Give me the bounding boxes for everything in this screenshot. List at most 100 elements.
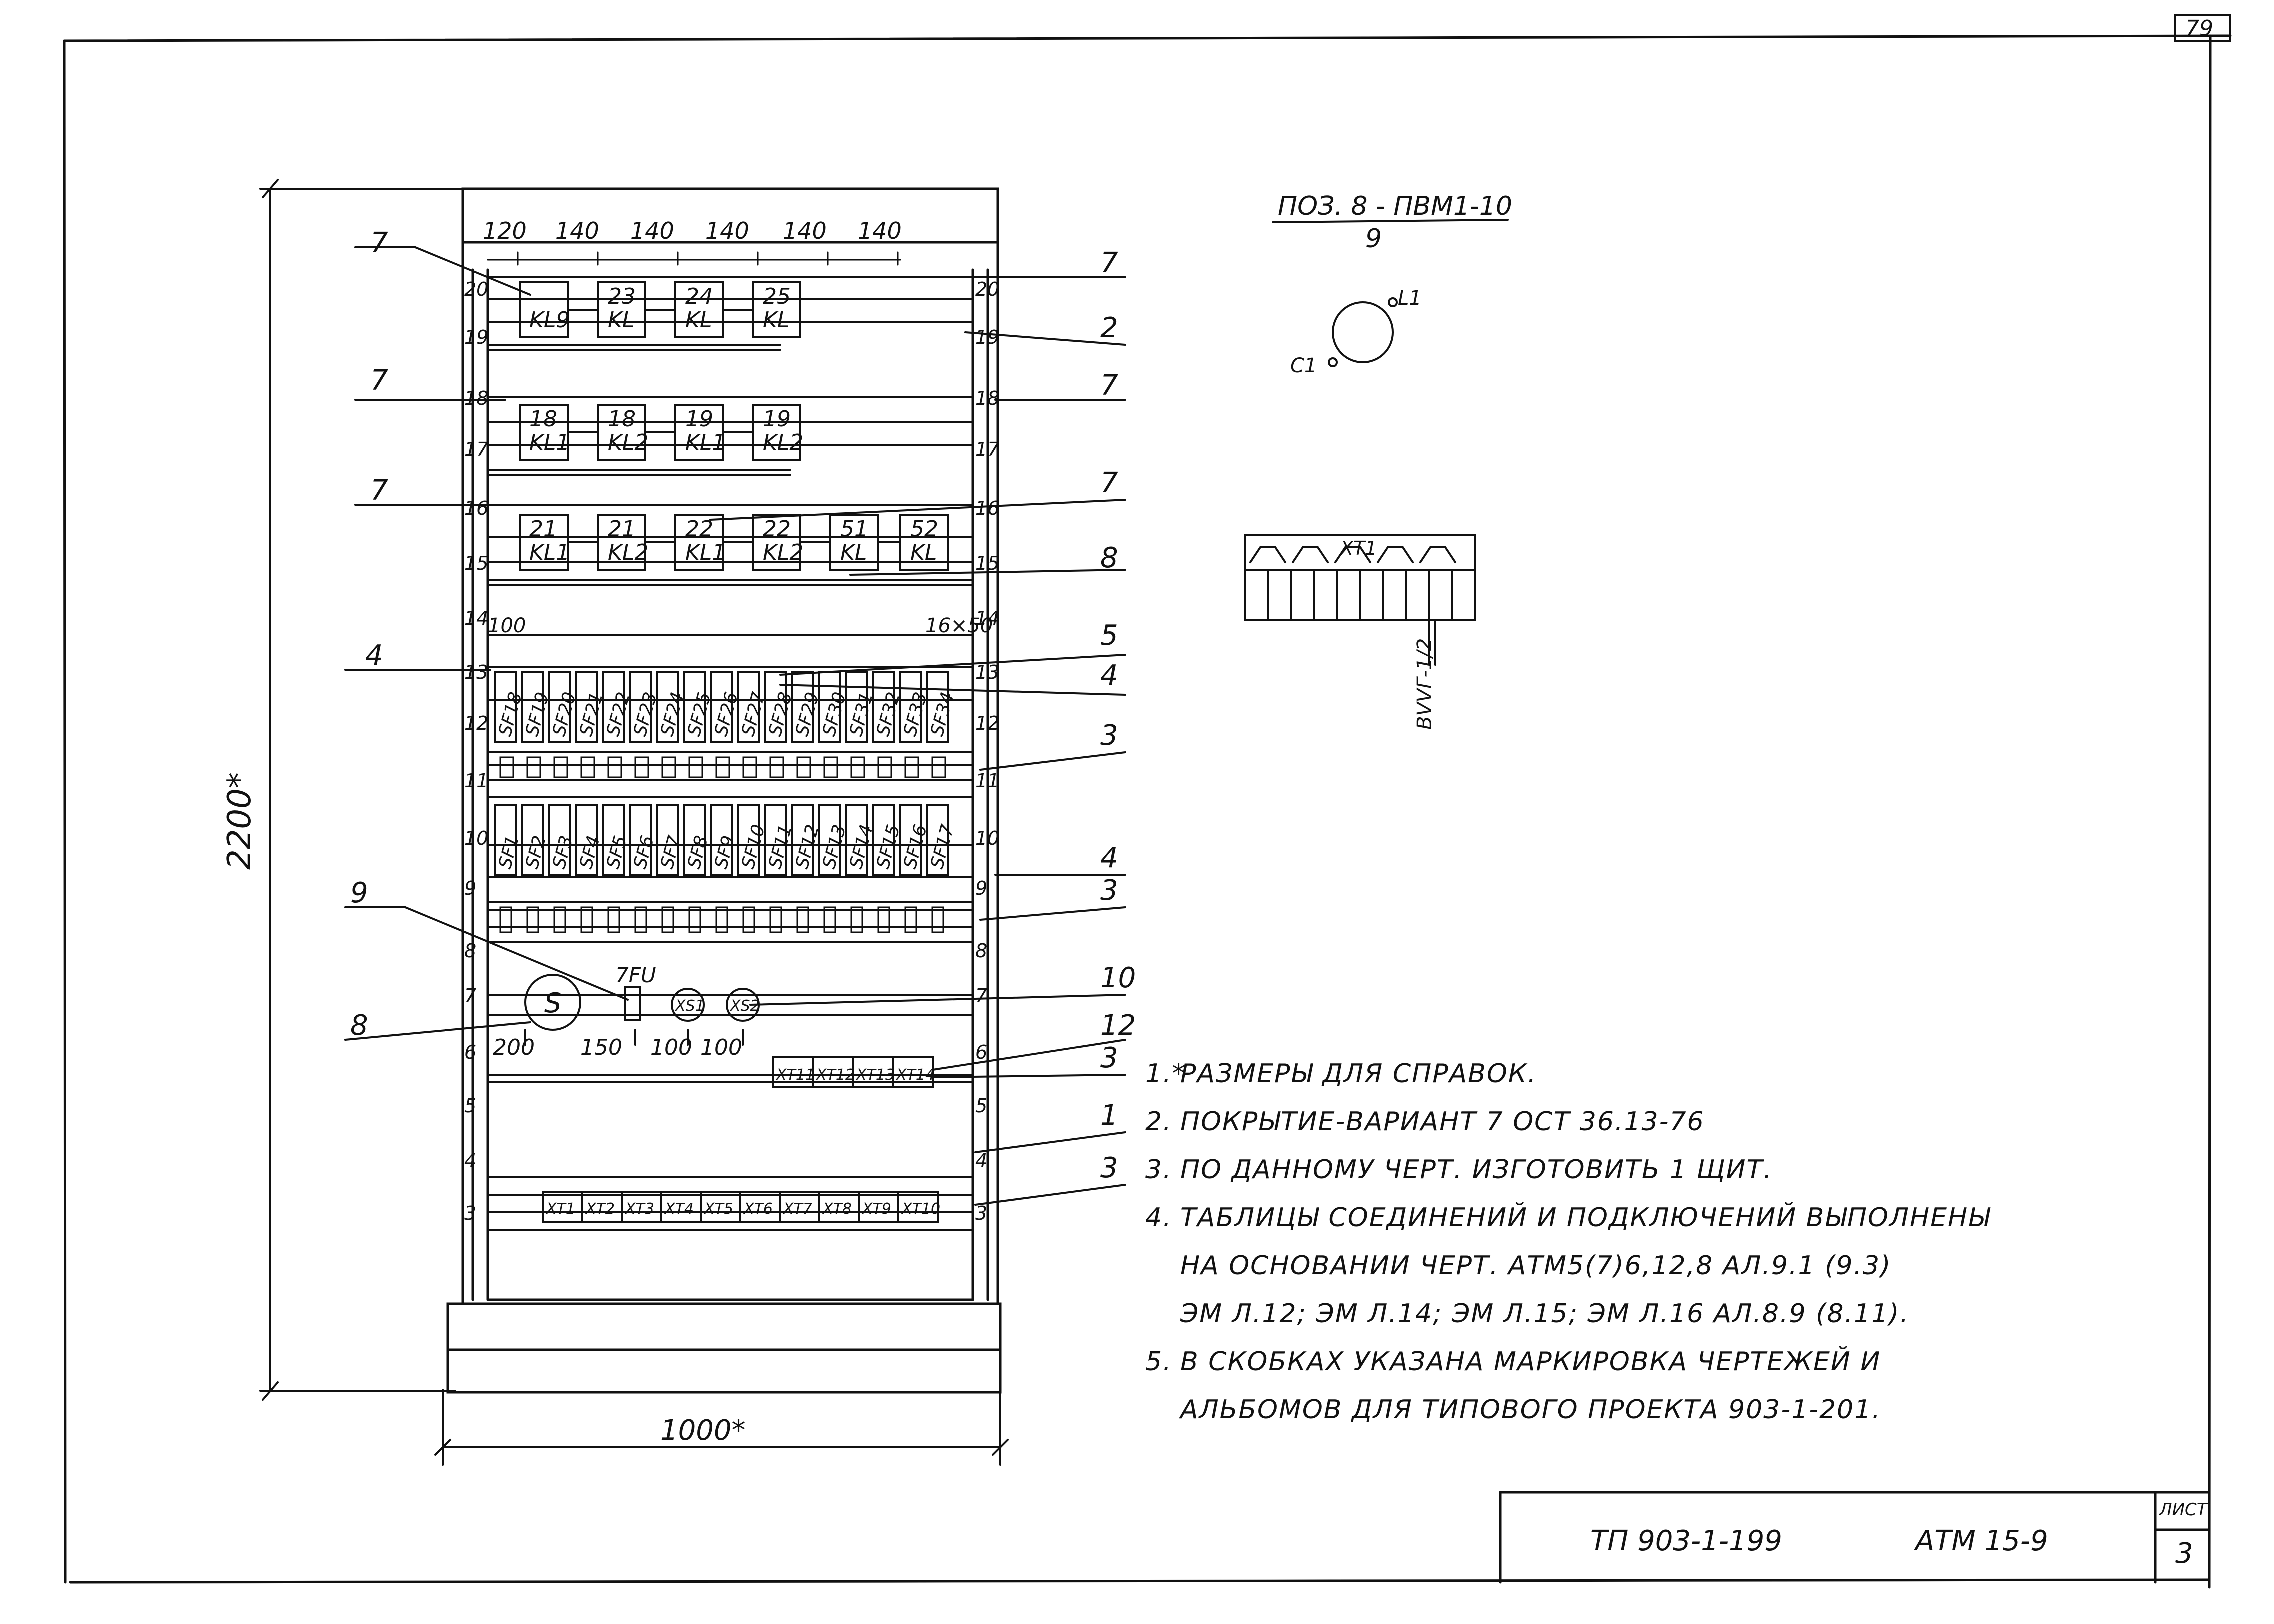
row-number-right: 14 bbox=[975, 608, 999, 630]
breaker-lower-label: SF8 bbox=[684, 834, 712, 872]
breaker-upper-label: SF34 bbox=[927, 690, 958, 738]
fuse-blocks bbox=[499, 756, 946, 934]
relay-code: KL bbox=[840, 540, 867, 566]
breaker-lower-label: SF2 bbox=[522, 834, 550, 872]
terminal-label: XT5 bbox=[703, 1200, 733, 1218]
breaker-box bbox=[926, 804, 949, 876]
breaker-dim-right: 16×50 bbox=[925, 614, 993, 638]
breaker-box bbox=[521, 672, 544, 744]
breaker-box bbox=[548, 672, 571, 744]
fuse-block bbox=[850, 756, 865, 778]
fuse-block bbox=[823, 906, 836, 934]
note-text: ПОКРЫТИЕ-ВАРИАНТ 7 ОСТ 36.13-76 bbox=[1180, 1107, 1705, 1137]
cable-label: BVVГ-1/2 bbox=[1413, 638, 1436, 730]
row6-dimension-label: 100 bbox=[650, 1035, 692, 1060]
callout-number: 3 bbox=[1100, 1152, 1118, 1184]
terminal-label: XT10 bbox=[901, 1200, 940, 1218]
terminal-label: XT13 bbox=[855, 1066, 895, 1084]
relay-code: KL bbox=[910, 540, 937, 566]
breaker-box bbox=[764, 804, 787, 876]
row-number-right: 6 bbox=[975, 1042, 987, 1064]
row-number-left: 9 bbox=[464, 878, 476, 900]
fuse-block bbox=[715, 756, 730, 778]
breaker-box bbox=[845, 672, 868, 744]
breaker-box bbox=[791, 804, 814, 876]
terminal-label: XT9 bbox=[861, 1200, 891, 1218]
relay-boxes bbox=[519, 282, 949, 571]
fuse-block bbox=[904, 756, 919, 778]
row-number-left: 18 bbox=[464, 388, 488, 410]
relay-code: KL bbox=[763, 308, 789, 333]
relay-code: KL2 bbox=[763, 540, 803, 566]
callout-number: 2 bbox=[1100, 312, 1118, 344]
breaker-box bbox=[899, 804, 922, 876]
terminal-label: XT2 bbox=[585, 1200, 615, 1218]
top-dimension-label: 140 bbox=[630, 218, 674, 244]
fuse-block bbox=[634, 906, 647, 934]
breaker-box bbox=[926, 672, 949, 744]
note-number: 2. bbox=[1145, 1107, 1172, 1137]
switch-label: S bbox=[544, 988, 561, 1019]
title-block bbox=[1499, 1491, 2211, 1584]
relay-code: KL1 bbox=[529, 430, 570, 456]
callout-number: 4 bbox=[1100, 842, 1118, 874]
terminal-label: XT6 bbox=[743, 1200, 773, 1218]
fuse-label: 7FU bbox=[615, 963, 656, 988]
callout-number: 3 bbox=[1100, 874, 1118, 907]
relay-number: 23 bbox=[608, 284, 636, 310]
fuse-block bbox=[553, 906, 566, 934]
relay-code: KL bbox=[608, 308, 634, 333]
callout-number: 7 bbox=[1100, 467, 1118, 500]
relay-number: 21 bbox=[608, 516, 636, 542]
callout-number: 1 bbox=[1100, 1100, 1118, 1132]
page-number: 79 bbox=[2185, 16, 2213, 42]
row-number-left: 7 bbox=[464, 985, 476, 1007]
dimension-lines bbox=[259, 179, 1009, 1466]
socket-label-1: XS1 bbox=[674, 998, 705, 1015]
terminal-l1-label: L1 bbox=[1398, 287, 1422, 310]
breaker-box bbox=[494, 672, 517, 744]
row-number-right: 13 bbox=[975, 662, 999, 684]
relay-number: 18 bbox=[608, 406, 636, 432]
terminal-label: XT7 bbox=[782, 1200, 812, 1218]
relay-code: KL2 bbox=[608, 430, 648, 456]
callout-number: 3 bbox=[1100, 720, 1118, 752]
note-line: АЛЬБОМОВ ДЛЯ ТИПОВОГО ПРОЕКТА 903-1-201. bbox=[1145, 1386, 1895, 1434]
fuse-block bbox=[931, 756, 946, 778]
width-dimension: 1000* bbox=[660, 1414, 746, 1447]
row-number-left: 11 bbox=[464, 770, 488, 792]
breaker-box bbox=[710, 672, 733, 744]
breaker-lower-label: SF4 bbox=[576, 834, 604, 872]
fuse-block bbox=[931, 906, 944, 934]
callout-number: 7 bbox=[1100, 370, 1118, 402]
relay-code: KL2 bbox=[608, 540, 648, 566]
row-number-right: 7 bbox=[975, 985, 987, 1007]
top-dimension-label: 140 bbox=[555, 218, 599, 244]
note-line: 4.ТАБЛИЦЫ СОЕДИНЕНИЙ И ПОДКЛЮЧЕНИЙ ВЫПОЛ… bbox=[1145, 1194, 1990, 1242]
breaker-box bbox=[575, 804, 598, 876]
cabinet-body bbox=[446, 188, 1002, 1394]
row-number-left: 20 bbox=[464, 278, 488, 300]
top-dimension-label: 140 bbox=[858, 218, 902, 244]
fuse-block bbox=[553, 756, 568, 778]
height-dimension: 2200* bbox=[221, 772, 258, 870]
note-line: 3.ПО ДАННОМУ ЧЕРТ. ИЗГОТОВИТЬ 1 ЩИТ. bbox=[1145, 1146, 1895, 1194]
row6-dimension-label: 100 bbox=[700, 1035, 742, 1060]
row-number-right: 11 bbox=[975, 770, 999, 792]
breaker-box bbox=[737, 804, 760, 876]
relay-number: 22 bbox=[763, 516, 791, 542]
note-line: 5.В СКОБКАХ УКАЗАНА МАРКИРОВКА ЧЕРТЕЖЕЙ … bbox=[1145, 1338, 1895, 1386]
terminal-strips bbox=[542, 1056, 939, 1224]
fuse-block bbox=[499, 906, 512, 934]
note-line: ЭМ Л.12; ЭМ Л.14; ЭМ Л.15; ЭМ Л.16 АЛ.8.… bbox=[1145, 1290, 1908, 1338]
fuse-block bbox=[769, 906, 782, 934]
relay-number: 21 bbox=[529, 516, 557, 542]
fuse-block bbox=[526, 756, 541, 778]
sheet-number: 3 bbox=[2175, 1538, 2193, 1570]
terminal-label: XT4 bbox=[664, 1200, 694, 1218]
breaker-boxes bbox=[494, 672, 949, 876]
relay-number: 19 bbox=[763, 406, 791, 432]
